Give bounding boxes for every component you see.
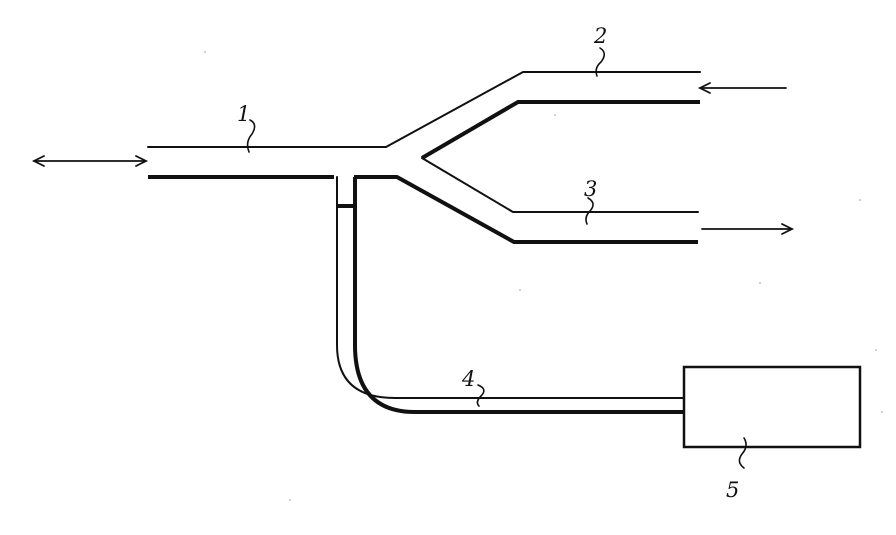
tube-2 [385,71,701,160]
label-3: 3 [584,177,597,201]
label-5: 5 [726,478,739,502]
label-2: 2 [593,24,607,48]
leader-2 [595,47,606,77]
box-5 [682,365,862,449]
label-4: 4 [461,367,475,391]
leader-4 [476,384,485,407]
outflow-arrow [701,223,795,235]
scan-specks [204,51,883,501]
tube-4 [336,176,685,414]
leader-1 [246,119,256,153]
tube-3 [354,157,699,244]
label-1: 1 [237,102,250,126]
leader-lines [246,47,747,469]
inflow-arrow [697,82,787,94]
bidirectional-arrow [31,155,149,167]
leader-5 [738,437,747,469]
leader-3 [585,197,594,225]
tube-1 [147,146,387,179]
